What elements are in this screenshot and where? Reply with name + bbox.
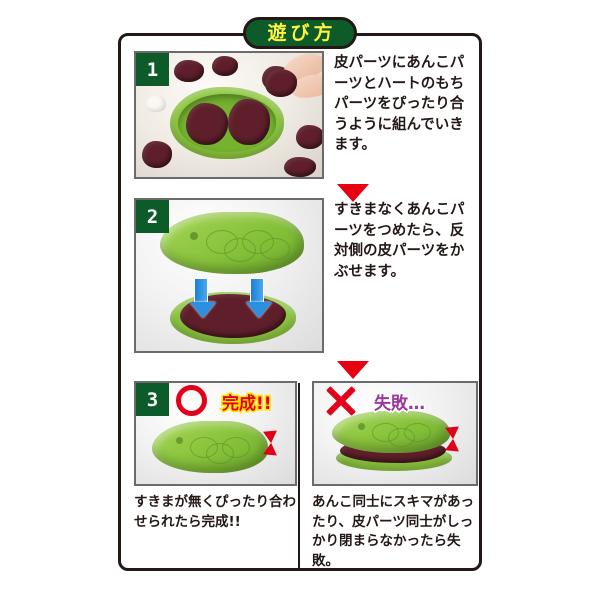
failure-illustration xyxy=(314,383,476,484)
anko-piece xyxy=(142,141,172,168)
fish-lid-top xyxy=(160,212,304,274)
fish-scale xyxy=(404,423,431,442)
anko-in-mold xyxy=(228,99,270,145)
failure-caption: あんこ同士にスキマがあったり、皮パーツ同士がしっかり閉まらなかったら失敗。 xyxy=(312,494,474,569)
success-illustration xyxy=(136,383,295,484)
step-2-row: 2 すきまなくあんこパーツをつめたら、反対側の皮パーツをかぶせます。 xyxy=(134,198,476,353)
mochi-heart-piece xyxy=(146,95,166,112)
result-failure: 失敗… あんこ同士にスキマがあったり、皮パーツ同士がしっかり閉まらなかったら失敗… xyxy=(312,381,485,571)
step-1-text: 皮パーツにあんこパーツとハートのもちパーツをぴったり合うように組んでいきます。 xyxy=(334,55,465,154)
results-row: 3 完成!! すきまが無くぴったり合わせられたら完成!! xyxy=(134,381,485,571)
step-1-photo: 1 xyxy=(134,51,324,179)
step-2-badge: 2 xyxy=(136,200,169,233)
result-divider xyxy=(298,383,300,571)
arrow-head xyxy=(190,302,216,318)
arrow-head xyxy=(246,302,272,318)
step-1-badge: 1 xyxy=(136,53,169,86)
step-1-row: 1 皮パーツにあんこパーツとハートのもちパーツをぴったり合うように組んでいきます… xyxy=(134,51,476,179)
instruction-frame: 1 皮パーツにあんこパーツとハートのもちパーツをぴったり合うように組んでいきます… xyxy=(118,33,482,571)
step-3-badge: 3 xyxy=(136,383,169,416)
fish-eye xyxy=(190,232,198,240)
anko-in-mold xyxy=(186,103,228,145)
fish-eye xyxy=(358,423,365,430)
anko-piece xyxy=(296,125,322,149)
fish-eye xyxy=(176,437,183,444)
failure-photo: 失敗… xyxy=(312,381,478,486)
flow-arrow-down-icon xyxy=(337,361,369,379)
step-2-text: すきまなくあんこパーツをつめたら、反対側の皮パーツをかぶせます。 xyxy=(334,202,465,280)
flow-arrow-down-icon xyxy=(337,184,369,202)
blue-press-arrow-icon xyxy=(246,278,272,318)
step-2-illustration xyxy=(136,200,322,351)
arrow-stem xyxy=(194,278,208,302)
anko-piece xyxy=(212,56,238,76)
anko-piece xyxy=(284,157,316,177)
closed-fish-mold xyxy=(152,421,268,473)
fish-scale xyxy=(222,437,250,458)
success-caption: すきまが無くぴったり合わせられたら完成!! xyxy=(134,494,296,530)
page-title: 遊び方 xyxy=(267,21,337,44)
top-skin-part-not-closed xyxy=(332,411,450,453)
arrow-stem xyxy=(250,278,264,302)
page-title-pill: 遊び方 xyxy=(243,17,357,49)
success-photo: 3 完成!! xyxy=(134,381,297,486)
step-1-illustration xyxy=(136,53,322,177)
blue-press-arrow-icon xyxy=(190,278,216,318)
anko-piece xyxy=(174,60,204,82)
fish-scale xyxy=(260,238,290,260)
step-2-photo: 2 xyxy=(134,198,324,353)
result-success: 3 完成!! すきまが無くぴったり合わせられたら完成!! xyxy=(134,381,304,571)
anko-held-piece xyxy=(265,69,297,97)
